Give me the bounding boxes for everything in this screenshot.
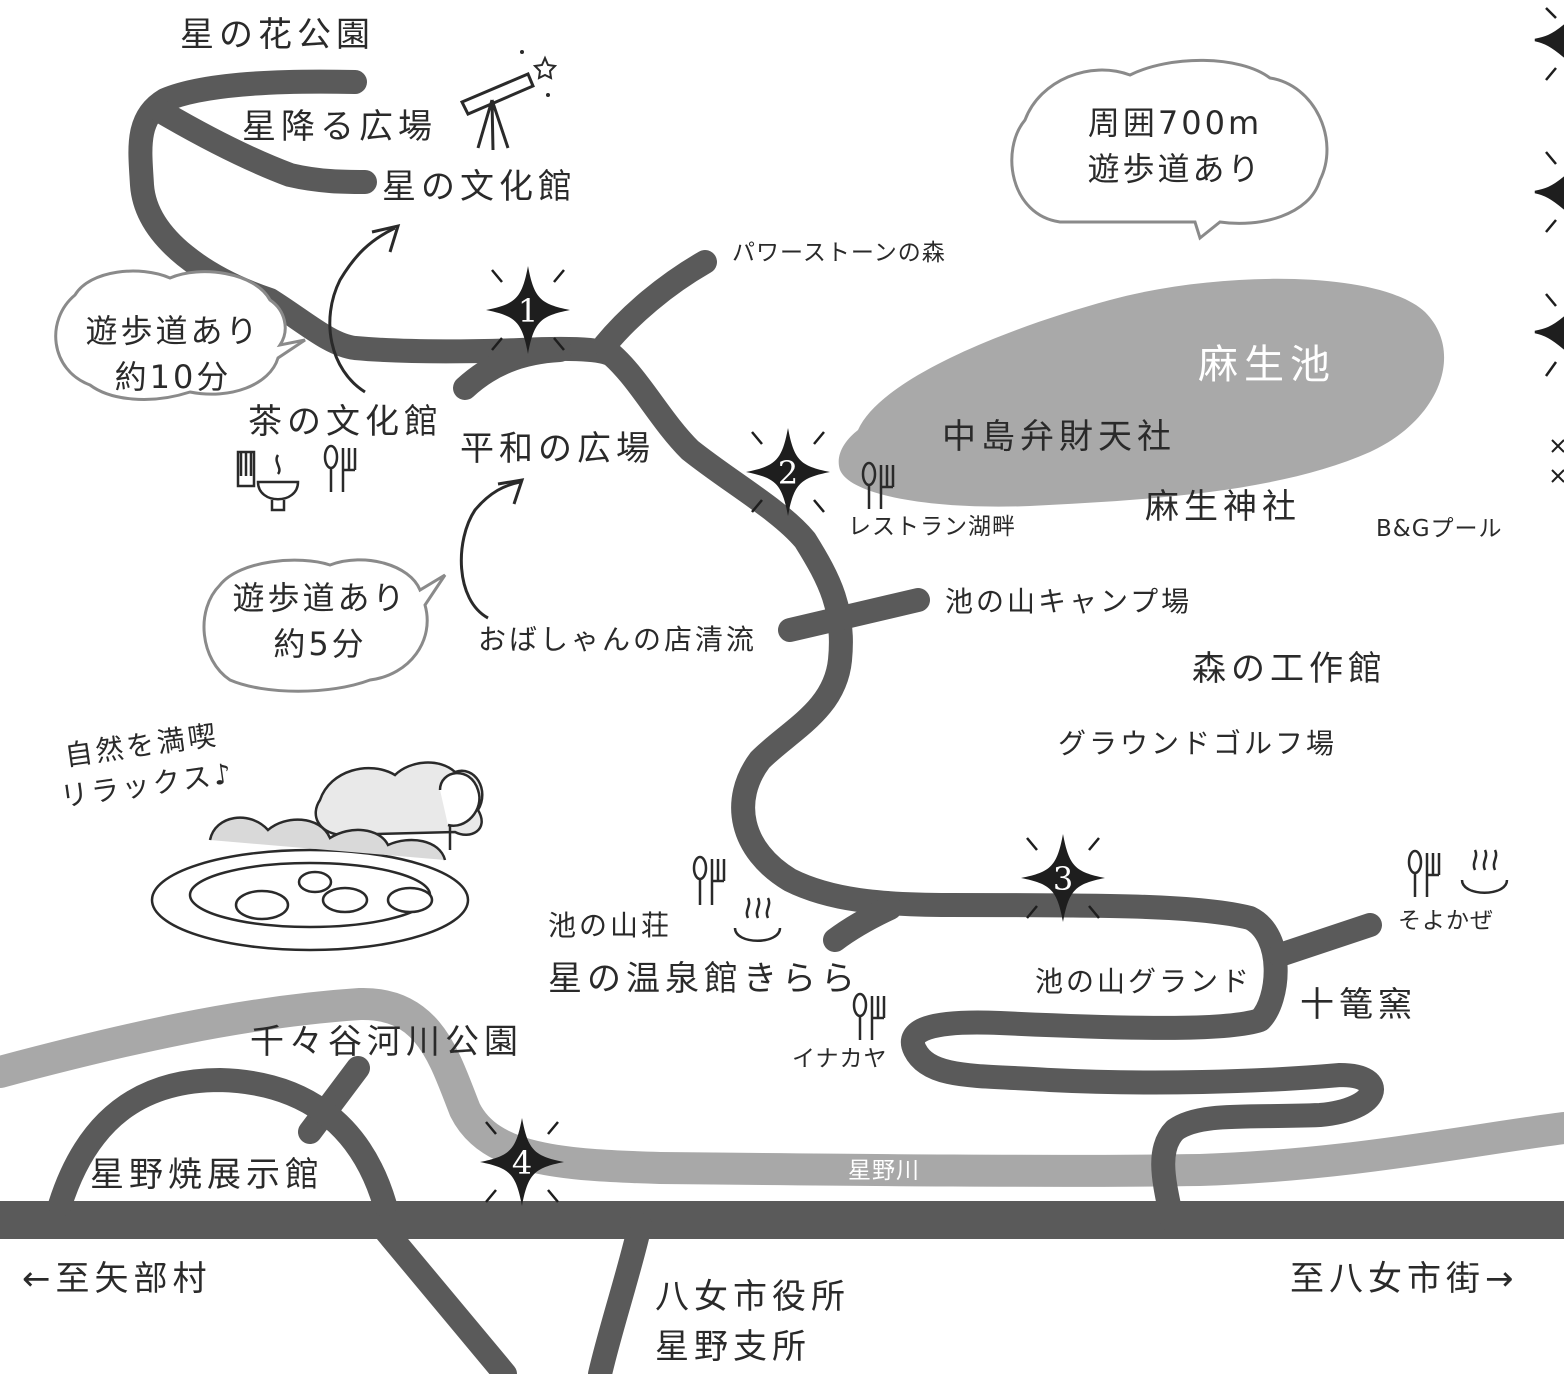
label-ground: 池の山グランド — [1035, 965, 1253, 998]
hot-spring-icon-soyokaze — [1460, 849, 1509, 894]
edge-markers — [1534, 7, 1564, 483]
fork-spoon-icon-inakaya — [852, 992, 886, 1040]
speech-bubbles — [54, 58, 1329, 693]
four-point-star-icon — [746, 428, 830, 516]
label-to-yabe: ←至矢部村 — [22, 1259, 212, 1299]
road-heiwa-branch — [453, 338, 572, 400]
label-ground-golf: グラウンドゴルフ場 — [1058, 727, 1338, 760]
label-city-hall: 八女市役所 — [655, 1277, 850, 1317]
label-kousakukan: 森の工作館 — [1192, 649, 1387, 689]
marker-star-2: 2 — [746, 428, 830, 516]
label-hoshino-river: 星野川 — [848, 1158, 920, 1184]
bubble-pond-walk — [1010, 58, 1329, 241]
label-camp: 池の山キャンプ場 — [945, 585, 1193, 618]
road-hoshinoyaki-arc — [48, 1068, 397, 1217]
arrow-to-bunkakan — [328, 226, 396, 394]
label-chijiya-park: 千々谷河川公園 — [250, 1022, 523, 1062]
marker-number-1: 1 — [518, 292, 538, 330]
bubble-text-pond-walk: 周囲700m 遊歩道あり — [1050, 100, 1300, 192]
label-inakaya: イナカヤ — [792, 1046, 888, 1072]
label-onsen-kirara: 星の温泉館きらら — [548, 959, 860, 999]
marker-number-3: 3 — [1053, 860, 1073, 898]
label-hoshinoyaki: 星野焼展示館 — [90, 1155, 324, 1195]
marker-number-2: 2 — [778, 454, 798, 492]
label-hoshinohana-park: 星の花公園 — [180, 15, 375, 55]
fork-spoon-icon-sou — [692, 855, 726, 905]
road-camp-branch — [778, 588, 930, 642]
label-aso-shrine: 麻生神社 — [1145, 487, 1301, 527]
four-point-star-icon — [486, 266, 570, 354]
onsen-illustration — [150, 761, 484, 952]
bubble-line: 遊歩道あり — [1087, 150, 1263, 188]
pond-aso — [838, 278, 1445, 507]
arrow-head-2 — [497, 478, 525, 505]
telescope-icon — [459, 50, 558, 151]
arrow-to-heiwa — [459, 480, 521, 620]
label-nakajima-shrine: 中島弁財天社 — [942, 417, 1176, 457]
label-hoshino-branch: 星野支所 — [655, 1327, 811, 1367]
fork-spoon-icon-soyokaze — [1407, 849, 1441, 897]
road-soyokaze-branch — [1268, 913, 1382, 967]
hot-spring-icon-sou — [733, 897, 782, 942]
station-markers: 1 2 3 4 — [480, 266, 1105, 1206]
road-north-loop — [128, 69, 1384, 1232]
label-soyokaze: そよかぜ — [1398, 908, 1494, 934]
fork-spoon-icon-cha — [323, 444, 357, 492]
walk-arrows — [328, 223, 525, 620]
restaurant-icons — [323, 444, 1441, 1040]
label-bg-pool: B&Gプール — [1376, 516, 1503, 542]
bubble-walk-5 — [202, 558, 447, 693]
bubble-line: 遊歩道あり — [232, 579, 408, 617]
bubble-line: 約10分 — [114, 358, 232, 396]
label-power-stone: パワーストーンの森 — [732, 240, 946, 266]
bubble-text-walk-10: 遊歩道あり 約10分 — [68, 308, 278, 400]
marker-star-4: 4 — [480, 1118, 564, 1206]
label-ikenoyama-sou: 池の山荘 — [548, 909, 673, 942]
bubble-text-walk-5: 遊歩道あり 約5分 — [215, 575, 425, 667]
fork-spoon-icon-kohan — [861, 461, 895, 509]
bubble-line: 周囲700m — [1087, 104, 1263, 142]
bubble-line: 約5分 — [273, 625, 367, 663]
label-to-yame-city: 至八女市街→ — [1290, 1259, 1519, 1299]
label-aso-pond: 麻生池 — [1198, 342, 1336, 388]
bubble-line: 遊歩道あり — [85, 312, 261, 350]
label-jikkangama: 十篭窯 — [1300, 985, 1417, 1025]
marker-number-4: 4 — [512, 1144, 532, 1182]
marker-star-1: 1 — [486, 266, 570, 354]
tea-bowl-icon — [236, 450, 300, 512]
road-powerstone-branch — [593, 250, 717, 357]
label-heiwa-hiroba: 平和の広場 — [460, 429, 655, 469]
label-hoshi-bunkakan: 星の文化館 — [382, 167, 577, 207]
marker-star-3: 3 — [1021, 834, 1105, 922]
bubble-walk-10 — [54, 269, 306, 401]
arrow-head-1 — [371, 223, 401, 253]
four-point-star-icon — [1021, 834, 1105, 922]
four-point-star-icon — [480, 1118, 564, 1206]
label-hoshifuru-hiroba: 星降る広場 — [242, 107, 437, 147]
label-cha-bunkakan: 茶の文化館 — [248, 402, 443, 442]
label-obashan: おばしゃんの店清流 — [478, 623, 758, 656]
hot-spring-icons — [733, 849, 1509, 942]
road-grand-branch — [823, 896, 902, 952]
road-cityhall — [588, 1213, 652, 1374]
road-bunkakan-branch — [150, 100, 377, 194]
label-restaurant-kohan: レストラン湖畔 — [848, 514, 1016, 540]
road-southwest — [373, 1218, 517, 1374]
river-hoshino — [0, 988, 1564, 1187]
roads — [0, 69, 1564, 1374]
